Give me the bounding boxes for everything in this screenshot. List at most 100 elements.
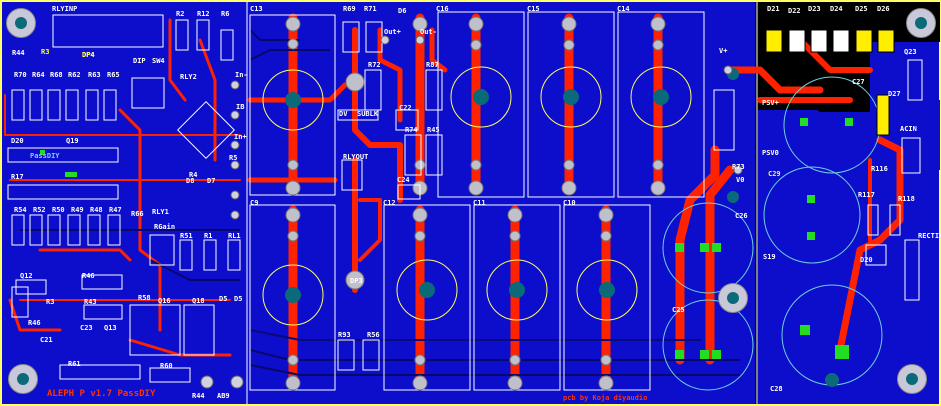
silk-label: Q18	[192, 297, 205, 305]
silk-label: R51	[180, 232, 193, 240]
silk-label: C22	[399, 104, 412, 112]
mount-hole-top-left	[6, 8, 36, 38]
silk-label: RLYINP	[52, 5, 78, 13]
silk-label: R44	[12, 49, 25, 57]
silk-label: R50	[52, 206, 65, 214]
silk-label: D20	[860, 256, 873, 264]
silk-label: R2	[176, 10, 185, 18]
silk-label: SUBLK	[357, 110, 379, 118]
silk-label: D27	[888, 90, 901, 98]
silk-label: R117	[858, 191, 875, 199]
silk-label: D5	[219, 295, 228, 303]
silk-label: V+	[719, 47, 728, 55]
silk-label: R58	[138, 294, 151, 302]
silk-label: R44	[192, 392, 205, 400]
silk-label: D5	[234, 295, 243, 303]
silk-label: R74	[405, 126, 418, 134]
silk-label: D22	[788, 7, 801, 15]
silk-label: R65	[107, 71, 120, 79]
silk-label: C23	[80, 324, 93, 332]
mount-hole-mid-right	[718, 283, 748, 313]
silk-label: R45	[427, 126, 440, 134]
silk-label: RL1	[228, 232, 241, 240]
silk-label: C27	[852, 78, 865, 86]
silk-label: C12	[383, 199, 396, 207]
silk-label: C14	[617, 5, 630, 13]
silk-label: S19	[763, 253, 776, 261]
silk-label: R73	[732, 163, 745, 171]
silk-label: PSV0	[762, 149, 779, 157]
silk-label: IB	[236, 103, 245, 111]
silk-label: AB9	[217, 392, 230, 400]
silk-label: R60	[160, 362, 173, 370]
silk-label: R69	[343, 5, 356, 13]
silk-label: RLYOUT	[343, 153, 369, 161]
silk-label: C24	[397, 176, 410, 184]
silk-label: D21	[767, 5, 780, 13]
silk-label: RECTIF	[918, 232, 941, 240]
silk-label: Q23	[904, 48, 917, 56]
silk-label: C11	[473, 199, 486, 207]
silk-label: In+	[234, 133, 247, 141]
silk-label: R43	[84, 298, 97, 306]
silk-label: DP3	[350, 277, 363, 285]
mount-hole-top-right	[906, 8, 936, 38]
silk-label: Q19	[66, 137, 79, 145]
silk-label: R118	[898, 195, 915, 203]
silk-label: R54	[14, 206, 27, 214]
silk-label: In-	[235, 71, 248, 79]
silk-label: Q12	[20, 272, 33, 280]
silk-label: RGain	[154, 223, 176, 231]
silk-label: R93	[338, 331, 351, 339]
silk-label: D7	[207, 177, 216, 185]
silk-label: D6	[398, 7, 407, 15]
silk-label: R47	[109, 206, 122, 214]
silk-label: DP4	[82, 51, 95, 59]
silk-label: Q13	[104, 324, 117, 332]
footer-left-label: ALEPH P v1.7 PassDIY	[47, 389, 156, 399]
silk-label: R87	[426, 61, 439, 69]
mount-hole-bottom-left	[8, 364, 38, 394]
silk-label: R68	[50, 71, 63, 79]
silk-label: R5	[229, 154, 238, 162]
silk-label: ACIN	[900, 125, 917, 133]
silk-label: R56	[367, 331, 380, 339]
silk-label: R62	[68, 71, 81, 79]
silk-label: V0	[736, 176, 745, 184]
silk-label: R48	[90, 206, 103, 214]
footer-right-label: pcb by Koja diyaudio	[563, 394, 648, 402]
silk-label: D20	[11, 137, 24, 145]
silk-label: SW4	[152, 57, 165, 65]
silk-label: C28	[770, 385, 783, 393]
silk-label: R66	[131, 210, 144, 218]
silk-label: Out-	[420, 28, 437, 36]
silk-label: R46	[82, 272, 95, 280]
silk-label: C29	[768, 170, 781, 178]
silk-label: Q16	[158, 297, 171, 305]
silk-label: C25	[672, 306, 685, 314]
silk-label: D25	[855, 5, 868, 13]
silk-label: R3	[41, 48, 50, 56]
silk-label: R63	[88, 71, 101, 79]
silk-label: R17	[11, 173, 24, 181]
silk-label: R12	[197, 10, 210, 18]
silk-label: R61	[68, 360, 81, 368]
silk-label: R4	[189, 171, 198, 179]
silk-label: R52	[33, 206, 46, 214]
silk-label: DIP	[133, 57, 146, 65]
silk-label: C26	[735, 212, 748, 220]
passdiy-small-label: PassDIY	[30, 152, 60, 160]
silk-label: D24	[830, 5, 843, 13]
silk-label: R46	[28, 319, 41, 327]
silk-label: DV	[339, 110, 348, 118]
silk-label: R1	[204, 232, 213, 240]
silk-label: C15	[527, 5, 540, 13]
silk-label: R72	[368, 61, 381, 69]
silk-label: C9	[250, 199, 259, 207]
silk-label: C16	[436, 5, 449, 13]
silk-label: D26	[877, 5, 890, 13]
silk-label: C21	[40, 336, 53, 344]
silk-label: R49	[71, 206, 84, 214]
silk-label: R3	[46, 298, 55, 306]
